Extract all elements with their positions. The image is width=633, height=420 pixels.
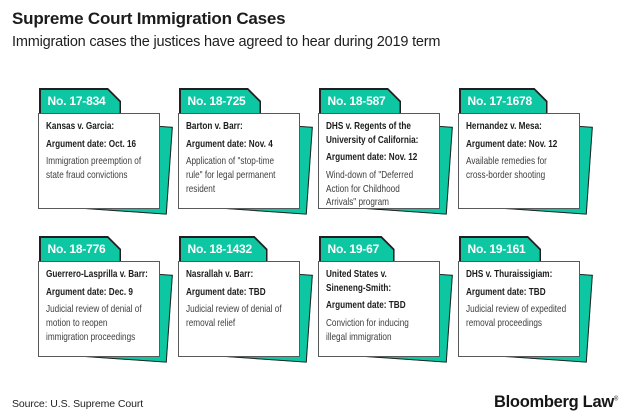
case-description: Judicial review of denial of removal rel… — [186, 303, 282, 330]
case-card: Hernandez v. Mesa: Argument date: Nov. 1… — [458, 113, 580, 210]
case-card: DHS v. Regents of the University of Cali… — [318, 113, 440, 210]
header: Supreme Court Immigration Cases Immigrat… — [12, 9, 440, 50]
cases-grid: No. 17-834 Kansas v. Garcia: Argument da… — [38, 88, 593, 363]
source-note: Source: U.S. Supreme Court — [12, 398, 144, 410]
case-description: Judicial review of denial of motion to r… — [46, 303, 142, 343]
argument-date: Argument date: TBD — [466, 285, 546, 298]
case-number: No. 18-587 — [321, 90, 400, 114]
case-name: DHS v. Regents of the University of Cali… — [326, 120, 419, 146]
logo-text: Bloomberg Law — [494, 393, 614, 411]
case-name: Guerrero-Lasprilla v. Barr: — [46, 268, 148, 281]
case-number: No. 19-161 — [461, 238, 540, 262]
case-folder: No. 18-725 Barton v. Barr: Argument date… — [178, 88, 313, 215]
case-number: No. 18-725 — [181, 90, 260, 114]
case-number: No. 18-1432 — [181, 238, 267, 262]
case-number-tab: No. 17-1678 — [459, 88, 548, 113]
case-number-tab: No. 18-776 — [39, 236, 121, 261]
case-description: Available remedies for cross-border shoo… — [466, 155, 547, 182]
case-name: Hernandez v. Mesa: — [466, 120, 542, 133]
case-number-tab: No. 19-161 — [459, 236, 541, 261]
case-folder: No. 17-834 Kansas v. Garcia: Argument da… — [38, 88, 173, 215]
case-card: Guerrero-Lasprilla v. Barr: Argument dat… — [38, 261, 160, 358]
case-folder: No. 19-161 DHS v. Thuraissigiam: Argumen… — [458, 236, 593, 363]
case-number-tab: No. 18-1432 — [179, 236, 268, 261]
case-folder: No. 18-1432 Nasrallah v. Barr: Argument … — [178, 236, 313, 363]
case-description: Wind-down of "Deferred Action for Childh… — [326, 169, 414, 209]
case-name: Barton v. Barr: — [186, 120, 243, 133]
case-folder: No. 17-1678 Hernandez v. Mesa: Argument … — [458, 88, 593, 215]
case-card: Kansas v. Garcia: Argument date: Oct. 16… — [38, 113, 160, 210]
argument-date: Argument date: Oct. 16 — [46, 137, 137, 150]
page-title: Supreme Court Immigration Cases — [12, 9, 286, 28]
argument-date: Argument date: Nov. 12 — [326, 151, 418, 164]
case-description: Judicial review of expedited removal pro… — [466, 303, 567, 330]
case-number: No. 17-834 — [41, 90, 120, 114]
argument-date: Argument date: Dec. 9 — [46, 285, 133, 298]
case-card: DHS v. Thuraissigiam: Argument date: TBD… — [458, 261, 580, 358]
case-name: Kansas v. Garcia: — [46, 120, 115, 133]
case-folder: No. 19-67 United States v. Sineneng-Smit… — [318, 236, 453, 363]
argument-date: Argument date: Nov. 12 — [466, 137, 558, 150]
case-number-tab: No. 17-834 — [39, 88, 121, 113]
case-number-tab: No. 19-67 — [319, 236, 395, 261]
argument-date: Argument date: TBD — [326, 299, 406, 312]
case-name: United States v. Sineneng-Smith: — [326, 268, 392, 294]
case-folder: No. 18-776 Guerrero-Lasprilla v. Barr: A… — [38, 236, 173, 363]
argument-date: Argument date: TBD — [186, 285, 266, 298]
case-name: Nasrallah v. Barr: — [186, 268, 254, 281]
bloomberg-law-logo: Bloomberg Law® — [494, 393, 618, 412]
trademark-mark: ® — [613, 396, 618, 403]
case-description: Immigration preemption of state fraud co… — [46, 155, 142, 182]
case-number-tab: No. 18-725 — [179, 88, 261, 113]
case-folder: No. 18-587 DHS v. Regents of the Univers… — [318, 88, 453, 215]
case-card: Barton v. Barr: Argument date: Nov. 4 Ap… — [178, 113, 300, 210]
page-subtitle: Immigration cases the justices have agre… — [12, 34, 441, 50]
case-number-tab: No. 18-587 — [319, 88, 401, 113]
case-description: Conviction for inducing illegal immigrat… — [326, 317, 409, 343]
case-number: No. 17-1678 — [461, 90, 547, 114]
case-number: No. 18-776 — [41, 238, 120, 262]
case-card: Nasrallah v. Barr: Argument date: TBD Ju… — [178, 261, 300, 358]
case-name: DHS v. Thuraissigiam: — [466, 268, 553, 281]
case-card: United States v. Sineneng-Smith: Argumen… — [318, 261, 440, 358]
case-description: Application of "stop-time rule" for lega… — [186, 155, 276, 195]
argument-date: Argument date: Nov. 4 — [186, 137, 273, 150]
case-number: No. 19-67 — [321, 238, 394, 262]
